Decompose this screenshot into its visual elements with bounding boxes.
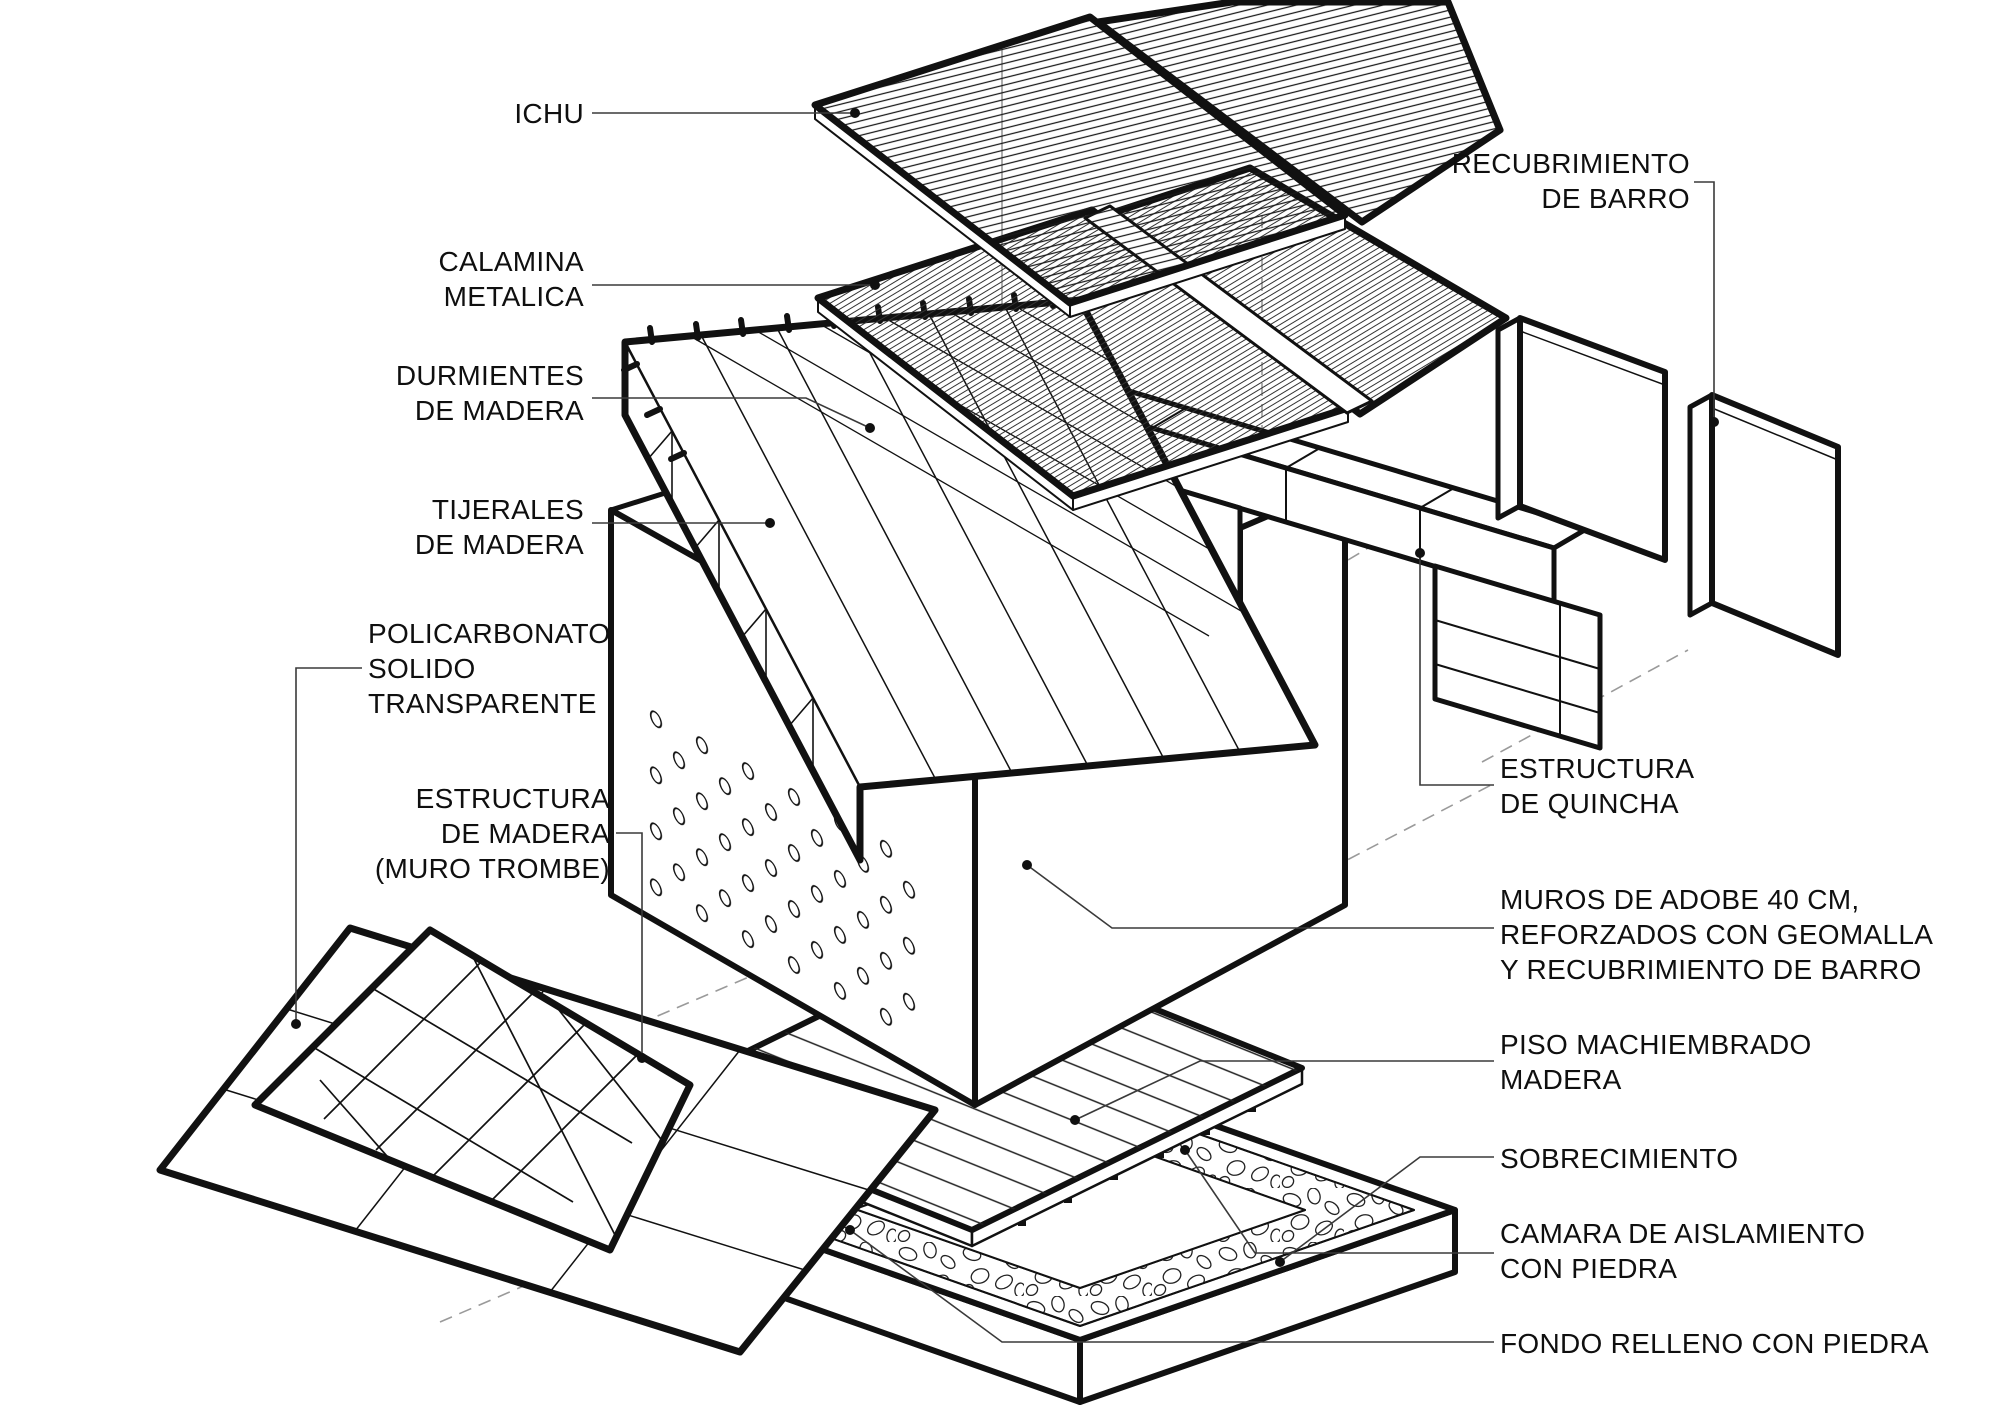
label-sobrecimiento: SOBRECIMIENTO xyxy=(1500,1143,1739,1174)
leader-quincha xyxy=(1419,553,1494,786)
ichu-front-slope xyxy=(811,13,1349,307)
truss-deck-edge xyxy=(623,341,862,788)
mud-panel-2-face xyxy=(1709,392,1841,658)
label-estructura-madera: ESTRUCTURA DE MADERA (MURO TROMBE) xyxy=(374,783,610,884)
mud-covering-panels xyxy=(1495,315,1841,658)
label-ichu: ICHU xyxy=(514,98,584,129)
mud-panel-2-flange xyxy=(1687,392,1715,618)
leader-policarbonato xyxy=(295,667,362,1024)
mud-panel-1-edge-line xyxy=(1519,330,1666,386)
label-estructura-quincha: ESTRUCTURA DE QUINCHA xyxy=(1500,753,1695,819)
leader-camara xyxy=(1184,1149,1494,1254)
mud-panel-2-edge-line xyxy=(1711,407,1839,461)
mud-panel-1-flange xyxy=(1495,315,1523,521)
leader-sobrecimiento xyxy=(1279,1156,1494,1263)
adobe-wall-vent-holes xyxy=(640,700,920,1046)
trombe-wood-frame xyxy=(251,926,694,1254)
label-policarbonato: POLICARBONATO SOLIDO TRANSPARENTE xyxy=(368,618,611,719)
label-tijerales: TIJERALES DE MADERA xyxy=(414,494,584,560)
mud-panel-1-face xyxy=(1517,315,1668,563)
ichu-back-slope xyxy=(1094,0,1504,226)
label-muros-adobe: MUROS DE ADOBE 40 CM, REFORZADOS CON GEO… xyxy=(1500,884,1934,985)
trombe-framing xyxy=(312,954,669,1236)
leader-estructura-madera xyxy=(616,832,643,1058)
label-calamina: CALAMINA METALICA xyxy=(438,246,584,312)
leader-fondo xyxy=(849,1229,1494,1343)
leader-piso xyxy=(1074,1060,1494,1121)
leader-dots xyxy=(291,108,1719,1267)
leader-recubrimiento xyxy=(1694,181,1715,422)
leader-muros xyxy=(1026,864,1494,929)
leader-durmientes xyxy=(592,397,871,429)
label-recubrimiento: RECUBRIMIENTO DE BARRO xyxy=(1451,148,1690,214)
leader-lines xyxy=(295,112,1715,1343)
label-fondo: FONDO RELLENO CON PIEDRA xyxy=(1500,1328,1929,1359)
quincha-right-column xyxy=(1432,563,1603,751)
label-piso: PISO MACHIEMBRADO MADERA xyxy=(1500,1029,1812,1095)
ichu-roof xyxy=(811,0,1504,318)
label-camara: CAMARA DE AISLAMIENTO CON PIEDRA xyxy=(1500,1218,1866,1284)
label-durmientes: DURMIENTES DE MADERA xyxy=(395,360,584,426)
truss-web xyxy=(647,430,814,771)
